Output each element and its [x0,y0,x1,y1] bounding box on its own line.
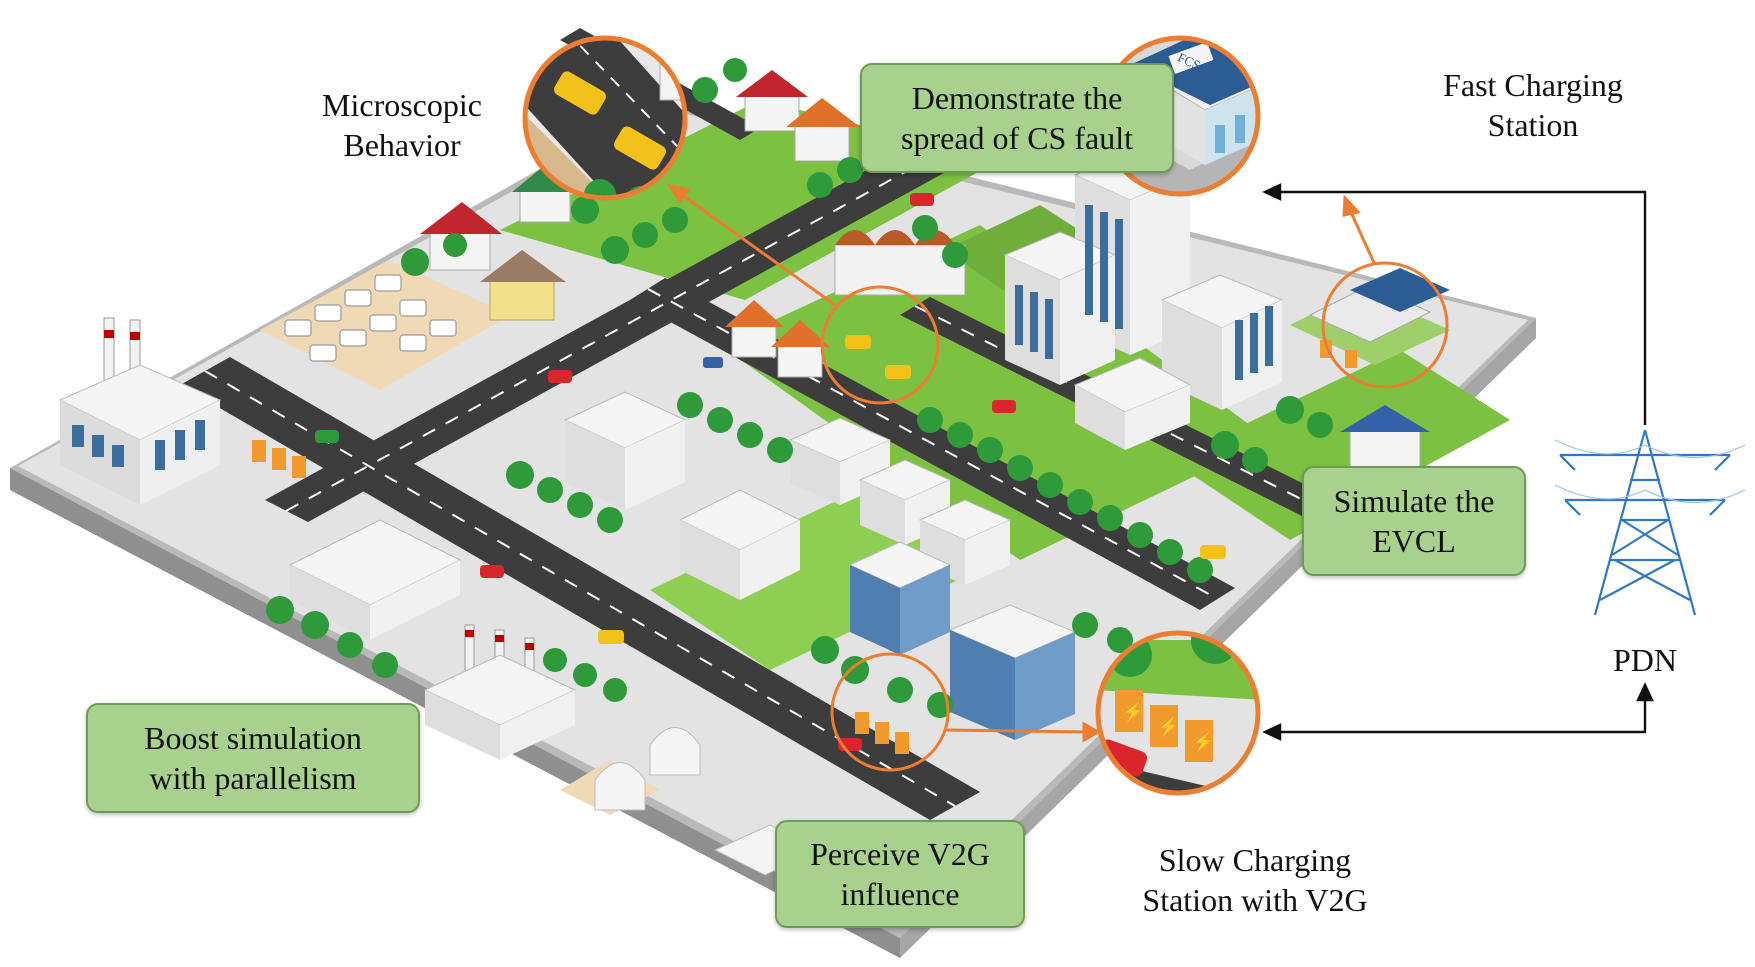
black-connectors [1262,183,1654,741]
zoom-slow-charging-station: ⚡ ⚡ ⚡ [1095,630,1261,796]
slow-chargers-map [252,440,909,754]
callout-parallel-line1: Boost simulation [144,720,362,756]
callout-demonstrate-fault: Demonstrate the spread of CS fault [860,63,1174,173]
label-fcs-line1: Fast Charging [1443,67,1623,103]
label-microscopic-line1: Microscopic [322,87,482,123]
parking-lot [260,260,510,390]
trees [266,58,1333,718]
callout-evcl-line1: Simulate the [1333,483,1495,519]
label-slow-charging-station: Slow Charging Station with V2G [1120,840,1390,920]
callout-perceive-v2g: Perceive V2G influence [775,820,1025,928]
label-microscopic-line2: Behavior [343,127,461,163]
cars [315,193,1226,751]
orange-connectors [666,183,1377,743]
label-scs-line2: Station with V2G [1142,882,1368,918]
svg-text:⚡: ⚡ [1157,716,1179,738]
callout-v2g-line2: influence [840,876,960,912]
label-pdn: PDN [1612,642,1677,678]
label-fast-charging-station: Fast Charging Station [1428,65,1638,145]
label-scs-line1: Slow Charging [1158,842,1352,878]
svg-text:⚡: ⚡ [1122,701,1144,723]
transmission-tower-icon [1554,429,1746,616]
label-fcs-line2: Station [1487,107,1579,143]
office-towers [1003,149,1284,450]
callout-boost-parallelism: Boost simulation with parallelism [86,703,420,813]
factory [58,317,222,505]
callout-simulate-evcl: Simulate the EVCL [1302,466,1526,576]
fcs-map-station [1290,268,1450,368]
callout-fault-line1: Demonstrate the [911,80,1123,116]
callout-parallel-line2: with parallelism [149,760,357,796]
mid-buildings [563,391,1077,740]
svg-text:⚡: ⚡ [1192,731,1214,753]
callout-fault-line2: spread of CS fault [901,120,1133,156]
industrial-buildings [288,519,822,876]
callout-evcl-line2: EVCL [1372,523,1456,559]
callout-v2g-line1: Perceive V2G [810,836,990,872]
map-highlight-circles [820,261,1449,772]
houses [420,70,1430,471]
label-microscopic-behavior: Microscopic Behavior [312,85,492,165]
